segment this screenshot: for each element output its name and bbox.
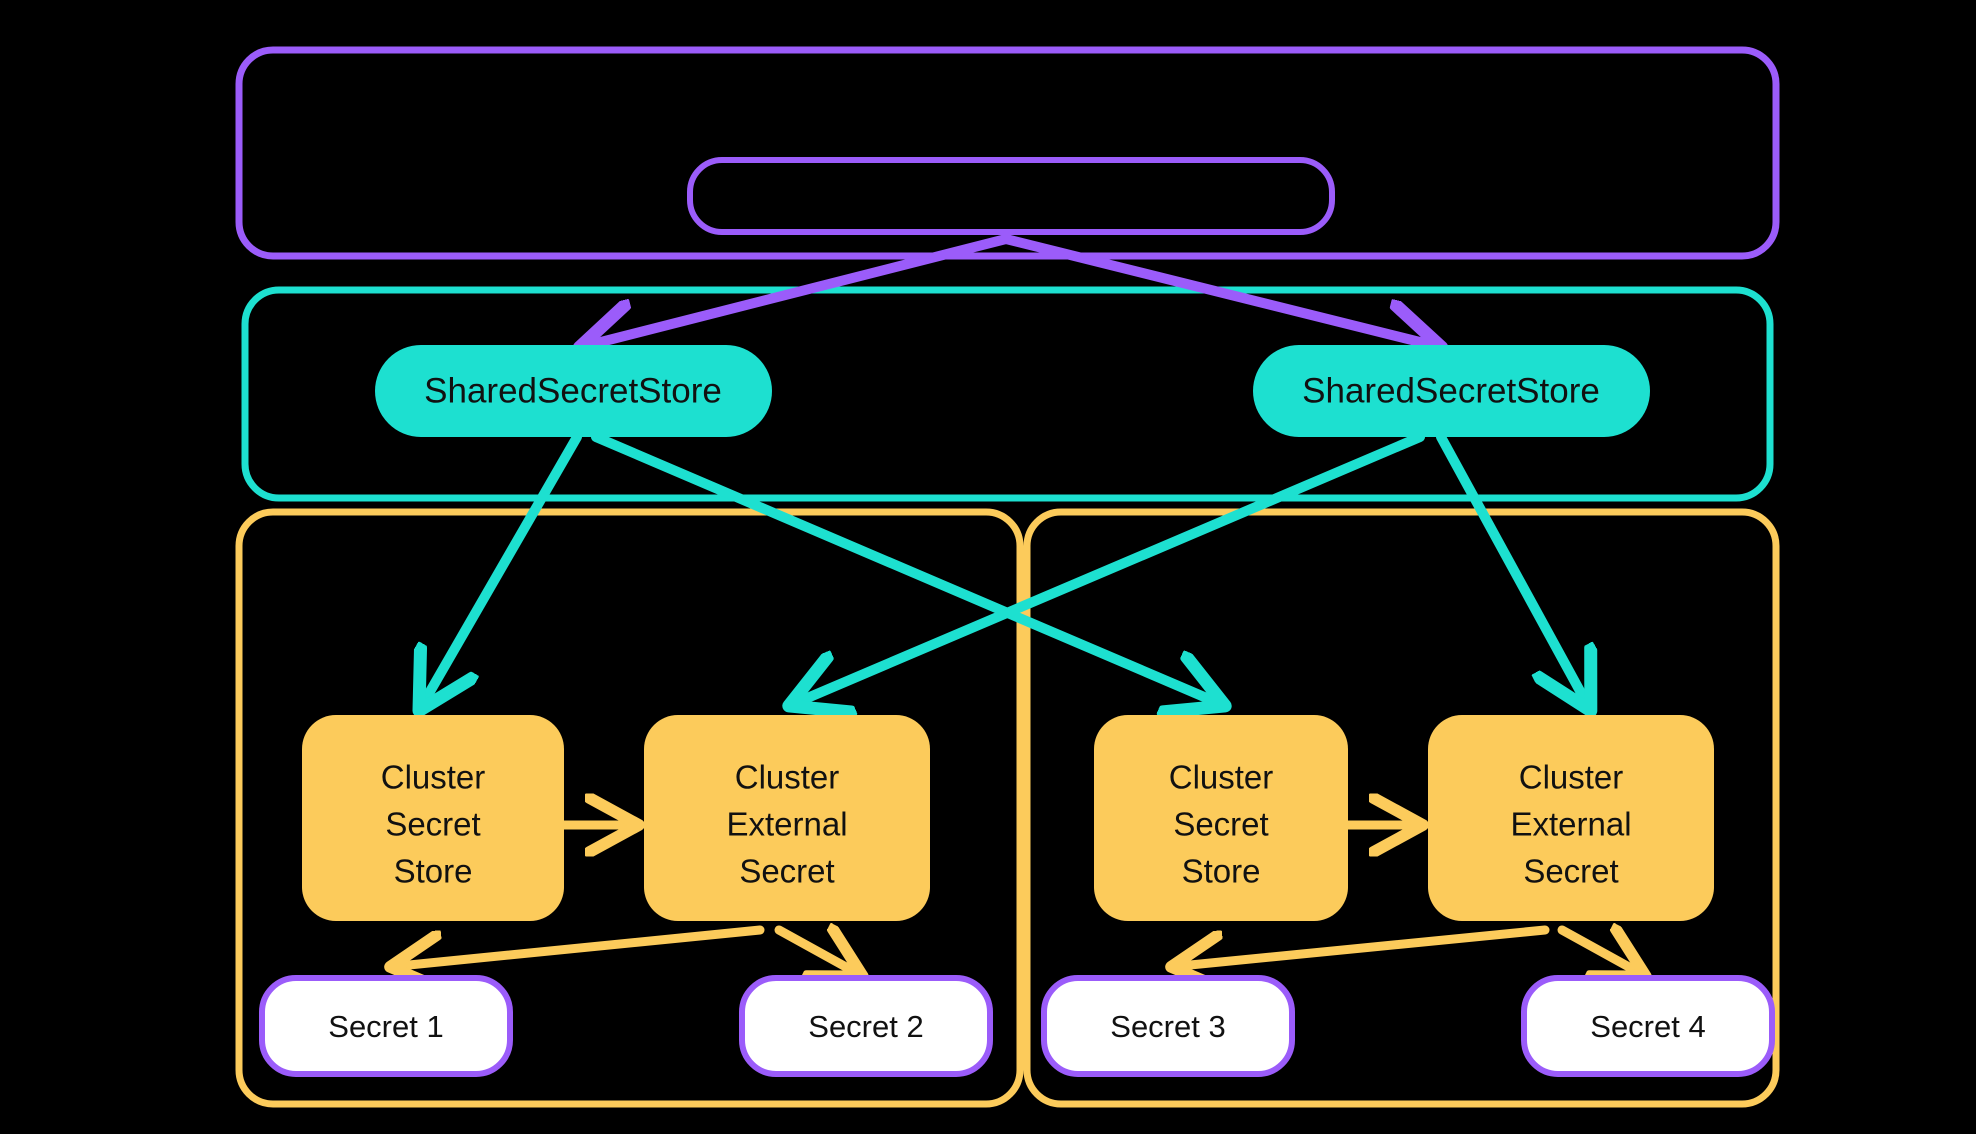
cluster-external-secret-right-line-3: Secret [1523,853,1618,890]
secret-1[interactable] [259,975,513,1077]
shared-secret-store-left-label: SharedSecretStore [424,371,722,410]
edge-ces-right-to-secret3 [1180,925,1550,966]
edge-ces-right-to-secret4 [1557,930,1638,972]
edge-root-to-shared-right [1001,234,1432,345]
shared-secret-store-right-label: SharedSecretStore [1302,371,1600,410]
edge-sharedright-to-ces-left [798,432,1425,702]
shared-secret-store-right[interactable] [1253,345,1650,437]
secret-2[interactable] [739,975,993,1077]
cluster-secret-store-right[interactable] [1094,715,1348,921]
cluster-external-secret-left-line-1: Cluster [735,759,840,796]
cluster-external-secret-left-line-2: External [726,806,847,843]
teal-container [241,286,1774,502]
edge-root-to-shared-left [589,234,1011,345]
edge-ces-left-to-secret2 [774,930,855,972]
secret-4-label: Secret 4 [1590,1009,1705,1044]
yellow-container-left [235,508,1024,1108]
cluster-secret-store-left-line-1: Cluster [381,759,486,796]
cluster-external-secret-left[interactable] [644,715,930,921]
edge-sharedleft-to-csstore-right [591,432,1216,702]
purple-container [235,46,1780,260]
secret-3[interactable] [1041,975,1295,1077]
secret-4[interactable] [1521,975,1775,1077]
edge-ces-left-to-secret1 [399,925,765,966]
cluster-secret-store-left-line-3: Store [394,853,473,890]
secret-3-label: Secret 3 [1110,1009,1225,1044]
cluster-external-secret-left-line-3: Secret [739,853,834,890]
cluster-secret-store-left-line-2: Secret [385,806,480,843]
secret-1-label: Secret 1 [328,1009,443,1044]
cluster-secret-store-right-line-1: Cluster [1169,759,1274,796]
shared-secret-store-left[interactable] [375,345,772,437]
cluster-secret-store-right-line-3: Store [1182,853,1261,890]
cluster-external-secret-right[interactable] [1428,715,1714,921]
secret-2-label: Secret 2 [808,1009,923,1044]
cluster-secret-store-left[interactable] [302,715,564,921]
yellow-container-right [1023,508,1780,1108]
edge-sharedleft-to-csstore-left [424,432,582,702]
edge-sharedright-to-ces-right [1436,432,1586,702]
cluster-external-secret-right-line-2: External [1510,806,1631,843]
cluster-secret-store-right-line-2: Secret [1173,806,1268,843]
cluster-external-secret-right-line-1: Cluster [1519,759,1624,796]
inner-purple-box[interactable] [687,157,1335,235]
